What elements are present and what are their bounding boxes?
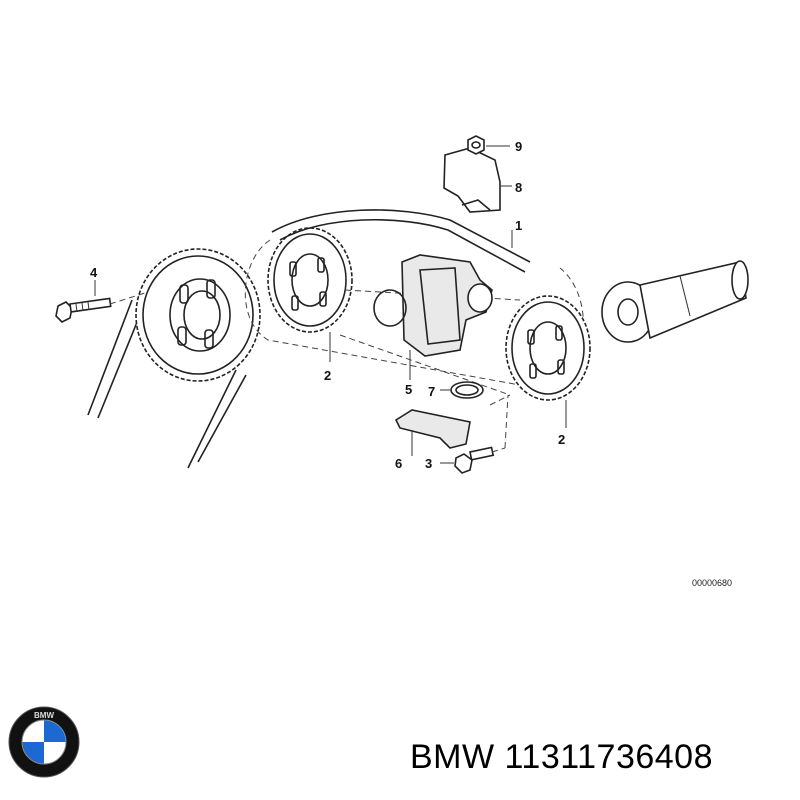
callout-1: 1 bbox=[515, 218, 522, 233]
part-number-label: BMW 11311736408 bbox=[410, 738, 713, 776]
callout-6: 6 bbox=[395, 456, 402, 471]
drawing-number: 00000680 bbox=[692, 578, 733, 588]
camshaft bbox=[601, 260, 749, 343]
callout-2-upper: 2 bbox=[324, 368, 331, 383]
bmw-logo-lettering: BMW bbox=[34, 711, 54, 720]
callout-9: 9 bbox=[515, 139, 522, 154]
camshaft-sprocket-lower bbox=[505, 295, 591, 428]
bolt-part-4 bbox=[55, 280, 149, 323]
bmw-logo: BMW bbox=[8, 706, 80, 778]
callout-8: 8 bbox=[515, 180, 522, 195]
bracket-part-8 bbox=[443, 147, 512, 213]
nut-part-9 bbox=[467, 135, 510, 155]
callout-3: 3 bbox=[425, 456, 432, 471]
o-ring bbox=[373, 289, 407, 327]
slide-rail-part-6 bbox=[394, 394, 511, 456]
callout-4: 4 bbox=[90, 265, 98, 280]
camshaft-sprocket-upper bbox=[267, 227, 353, 362]
callout-2-lower: 2 bbox=[558, 432, 565, 447]
crank-sprocket bbox=[87, 248, 261, 469]
callout-7: 7 bbox=[428, 384, 435, 399]
seal-ring-part-7 bbox=[440, 381, 484, 399]
callout-5: 5 bbox=[405, 382, 412, 397]
chain-tensioner-part-5 bbox=[401, 254, 493, 380]
bolt-part-3 bbox=[440, 394, 509, 474]
